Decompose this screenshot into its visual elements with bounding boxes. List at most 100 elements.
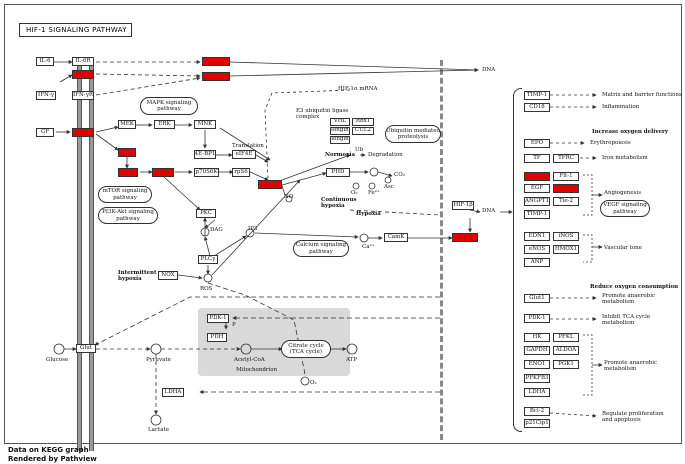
gene-cd18[interactable]: CD18	[524, 103, 550, 112]
gene-timp1-b[interactable]: TIMP-1	[524, 210, 550, 219]
label-hypoxia: Hypoxia	[356, 211, 381, 217]
module-ubiquitin[interactable]: Ubiquitin mediated proteolysis	[385, 125, 441, 143]
gene-enos[interactable]: eNOS	[524, 245, 550, 254]
label-matrix: Matrix and barrier functions	[602, 92, 682, 98]
gene-il6[interactable]: IL-6	[36, 57, 54, 66]
module-mapk[interactable]: MAPK signaling pathway	[140, 97, 198, 115]
label-dna-1: DNA	[482, 67, 496, 73]
label-asc: Asc	[384, 184, 394, 190]
gene-flt1[interactable]: Flt-1	[553, 172, 579, 181]
gene-pfkl[interactable]: PFKL	[553, 333, 579, 342]
cell-membrane-outer	[77, 58, 82, 451]
gene-pdh[interactable]: PDH	[207, 333, 227, 342]
gene-ldha-b[interactable]: LDHA	[524, 388, 550, 397]
label-fe: Fe²⁺	[368, 190, 380, 196]
gene-rtk[interactable]: RTK	[72, 128, 94, 137]
gene-mtor[interactable]: mTOR	[152, 168, 174, 177]
gene-glut[interactable]: Glut	[76, 344, 96, 353]
gene-tie2[interactable]: Tie-2	[553, 197, 579, 206]
gene-hmox1[interactable]: HMOX1	[553, 245, 579, 254]
gene-elonginc[interactable]: ElonginC	[330, 127, 350, 135]
gene-hif1b[interactable]: HIF-1β	[452, 201, 474, 210]
gene-stat3[interactable]: STAT3	[202, 57, 230, 66]
label-ip3: IP3	[248, 226, 258, 232]
module-tca[interactable]: Citrate cycle (TCA cycle)	[281, 340, 331, 358]
gene-gapdh[interactable]: GAPDH	[524, 346, 550, 355]
gene-pkc[interactable]: PKC	[196, 209, 216, 218]
module-mtor[interactable]: mTOR signaling pathway	[98, 186, 152, 203]
gene-nfkb[interactable]: NF-κB	[202, 72, 230, 81]
label-promote-anaerobic-1: Promote anaerobic metabolism	[602, 293, 656, 306]
gene-bcl2[interactable]: Bcl-2	[524, 407, 550, 416]
cell-membrane-inner	[89, 58, 94, 451]
gene-pfkfb3[interactable]: PFKFB3	[524, 374, 550, 383]
gene-hk[interactable]: HK	[524, 333, 550, 342]
gene-pdk1[interactable]: PDK-1	[207, 314, 229, 323]
module-calcium[interactable]: Calcium signaling pathway	[293, 240, 349, 257]
label-co2: CO₂	[394, 172, 405, 178]
gene-gf[interactable]: GF	[36, 128, 54, 137]
label-atp: ATP	[346, 357, 358, 363]
gene-timp1[interactable]: TIMP-1	[524, 91, 550, 100]
gene-edn1[interactable]: EDN1	[524, 232, 550, 241]
gene-tfrc[interactable]: TFRC	[553, 154, 579, 163]
gene-hif1a[interactable]: HIF-1α	[258, 180, 282, 189]
gene-anp[interactable]: ANP	[524, 258, 550, 267]
gene-eif4e[interactable]: eIF4E	[232, 150, 256, 159]
module-pi3k-akt[interactable]: PI3K-Akt signaling pathway	[98, 207, 158, 224]
label-continuous-hypoxia: Continuous hypoxia	[321, 197, 357, 210]
gene-aldoa[interactable]: ALDOA	[553, 346, 579, 355]
gene-ldha[interactable]: LDHA	[162, 388, 184, 397]
label-reduce-oxygen: Reduce oxygen consumption	[590, 284, 679, 290]
gene-mnk[interactable]: MNK	[194, 120, 216, 129]
label-iron: Iron metabolism	[602, 155, 648, 161]
gene-pdk1-b[interactable]: PDK-1	[524, 314, 550, 323]
gene-camk[interactable]: CamK	[384, 233, 408, 242]
label-o2: O₂	[351, 190, 358, 196]
label-increase-oxygen: Increase oxygen delivery	[592, 129, 669, 135]
gene-4ebp1[interactable]: 4E-BP1	[194, 150, 216, 159]
gene-p70s6k[interactable]: p70S6K	[194, 168, 219, 177]
label-p-mark: P	[232, 322, 236, 328]
gene-plcg[interactable]: PLCγ	[198, 255, 218, 264]
gene-akt[interactable]: AKT	[118, 168, 138, 177]
gene-vhl[interactable]: VHL	[330, 118, 350, 126]
gene-cul2[interactable]: CUL2	[352, 127, 374, 135]
gene-tlr4[interactable]: TLR4	[72, 70, 94, 79]
gene-eno1[interactable]: ENO1	[524, 360, 550, 369]
gene-tf[interactable]: TF	[524, 154, 550, 163]
gene-mek[interactable]: MEK	[118, 120, 136, 129]
gene-glut1[interactable]: Glut1	[524, 294, 550, 303]
label-o2-b: O₂	[310, 380, 317, 386]
gene-p300[interactable]: p300	[452, 233, 478, 242]
label-vascular-tone: Vascular tone	[604, 245, 642, 251]
module-vegf[interactable]: VEGF signaling pathway	[600, 200, 650, 217]
gene-vegf[interactable]: VEGF	[524, 172, 550, 181]
label-no: NO	[284, 194, 294, 200]
gene-angpt1[interactable]: ANGPT1	[524, 197, 550, 206]
gene-pgk1[interactable]: PGK1	[553, 360, 579, 369]
gene-elonginb[interactable]: ElonginB	[330, 136, 350, 144]
gene-epo[interactable]: EPO	[524, 139, 550, 148]
gene-pi3k[interactable]: PI3K	[118, 148, 136, 157]
gene-pai1[interactable]: PAI-1	[553, 184, 579, 193]
gene-rps6[interactable]: rpS6	[232, 168, 250, 177]
gene-ifngr[interactable]: IFN-γR	[72, 91, 94, 100]
label-intermittent-hypoxia: Intermittent hypoxia	[118, 270, 157, 283]
gene-ifng[interactable]: IFN-γ	[36, 91, 56, 100]
label-glucose: Glucose	[46, 357, 69, 363]
label-angiogenesis: Angiogenesis	[604, 190, 642, 196]
gene-erk[interactable]: ERK	[154, 120, 175, 129]
target-genes-bracket	[513, 88, 522, 432]
gene-phd[interactable]: PHD	[326, 168, 350, 177]
label-e3-complex: E3 ubiquitin ligase complex	[296, 108, 349, 121]
gene-inos[interactable]: iNOS	[553, 232, 579, 241]
label-degradation: Degradation	[368, 152, 403, 158]
gene-il6r[interactable]: IL-6R	[72, 57, 94, 66]
label-inflammation: Inflammation	[602, 104, 640, 110]
gene-rbx1[interactable]: Rbx1	[352, 118, 374, 126]
gene-nox[interactable]: NOX	[158, 271, 178, 280]
gene-egf[interactable]: EGF	[524, 184, 550, 193]
gene-p21[interactable]: p21Cip1	[524, 419, 550, 428]
